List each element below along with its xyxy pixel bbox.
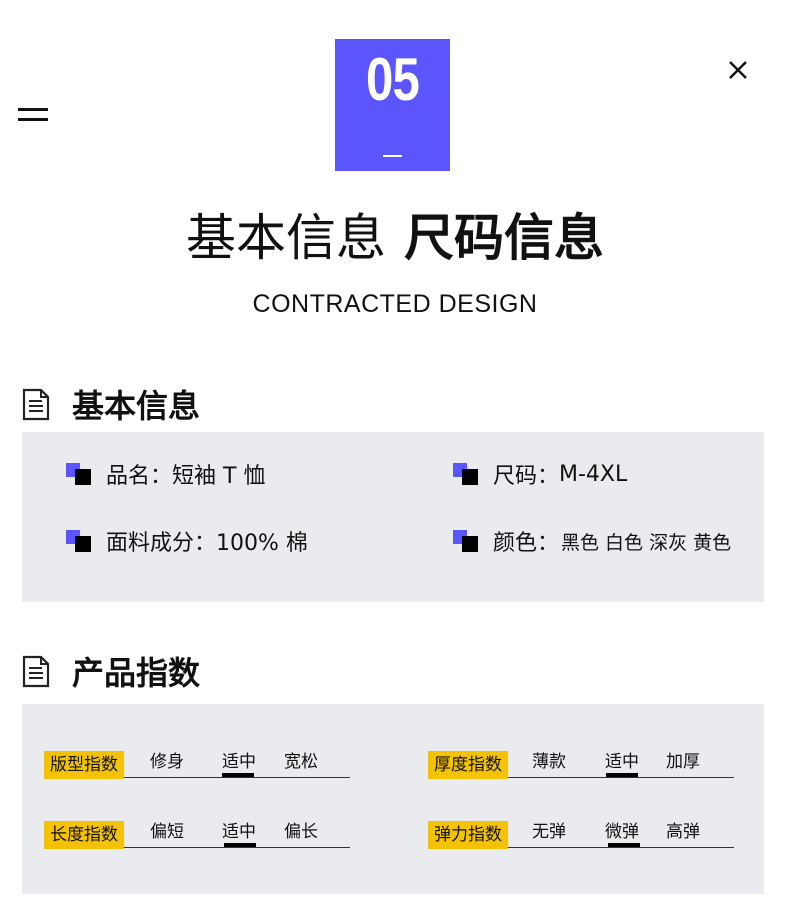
index-scale-line	[508, 777, 734, 778]
index-option: 偏短	[150, 822, 184, 842]
index-option: 无弹	[532, 822, 566, 842]
info-item-size: 尺码：M-4XL	[453, 458, 627, 490]
badge-label: VIGOUR BOY	[354, 177, 431, 191]
index-option: 高弹	[666, 822, 700, 842]
info-item-name: 品名：短袖 T 恤	[66, 458, 265, 490]
index-tag: 版型指数	[44, 751, 124, 779]
product-index-panel: 版型指数 修身 适中 宽松 厚度指数 薄款 适中 加厚 长度指数 偏短 适中 偏…	[22, 704, 764, 894]
info-item-fabric: 面料成分：100% 棉	[66, 525, 308, 557]
index-option-selected: 适中	[222, 822, 256, 842]
info-value: 短袖 T 恤	[172, 464, 266, 489]
basic-info-title: 基本信息	[72, 387, 201, 425]
basic-info-heading: 基本信息	[22, 384, 201, 425]
index-scale-line	[124, 847, 350, 848]
index-row-length: 长度指数 偏短 适中 偏长	[44, 821, 350, 853]
index-selected-marker	[222, 773, 254, 777]
document-icon	[22, 655, 50, 687]
info-value: 黑色 白色 深灰 黄色	[561, 531, 732, 554]
index-option-selected: 适中	[222, 752, 256, 772]
index-option-selected: 适中	[605, 752, 639, 772]
index-option: 宽松	[284, 752, 318, 772]
index-row-thickness: 厚度指数 薄款 适中 加厚	[428, 751, 734, 783]
index-row-elasticity: 弹力指数 无弹 微弹 高弹	[428, 821, 734, 853]
title-size-info: 尺码信息	[404, 209, 604, 267]
index-tag: 弹力指数	[428, 821, 508, 849]
info-label: 颜色：	[493, 531, 560, 556]
index-scale-line	[508, 847, 734, 848]
badge-number: 05	[365, 46, 420, 113]
info-label: 面料成分：	[106, 531, 217, 556]
badge-divider	[383, 155, 402, 157]
bullet-icon	[453, 463, 479, 485]
index-option-selected: 微弹	[605, 822, 639, 842]
product-index-title: 产品指数	[72, 654, 201, 692]
info-label: 尺码：	[493, 464, 560, 489]
index-selected-marker	[224, 843, 256, 847]
index-selected-marker	[606, 773, 638, 777]
info-value: M-4XL	[559, 461, 628, 487]
index-option: 薄款	[532, 752, 566, 772]
index-option: 修身	[150, 752, 184, 772]
index-row-fit: 版型指数 修身 适中 宽松	[44, 751, 350, 783]
bullet-icon	[66, 530, 92, 552]
page-subtitle: CONTRACTED DESIGN	[252, 290, 538, 318]
info-label: 品名：	[106, 464, 173, 489]
index-tag: 长度指数	[44, 821, 124, 849]
product-index-heading: 产品指数	[22, 651, 201, 692]
page-title: 基本信息尺码信息	[0, 208, 790, 268]
bullet-icon	[66, 463, 92, 485]
menu-icon[interactable]	[18, 108, 48, 124]
title-basic-info: 基本信息	[186, 209, 386, 267]
bullet-icon	[453, 530, 479, 552]
index-selected-marker	[608, 843, 640, 847]
index-scale-line	[124, 777, 350, 778]
basic-info-panel: 品名：短袖 T 恤 尺码：M-4XL 面料成分：100% 棉 颜色：黑色 白色 …	[22, 432, 764, 602]
document-icon	[22, 388, 50, 420]
index-option: 加厚	[666, 752, 700, 772]
index-tag: 厚度指数	[428, 751, 508, 779]
info-value: 100% 棉	[216, 531, 308, 556]
section-badge: 05 VIGOUR BOY	[335, 39, 450, 191]
index-option: 偏长	[284, 822, 318, 842]
close-icon[interactable]	[726, 58, 750, 82]
info-item-colors: 颜色：黑色 白色 深灰 黄色	[453, 525, 731, 557]
